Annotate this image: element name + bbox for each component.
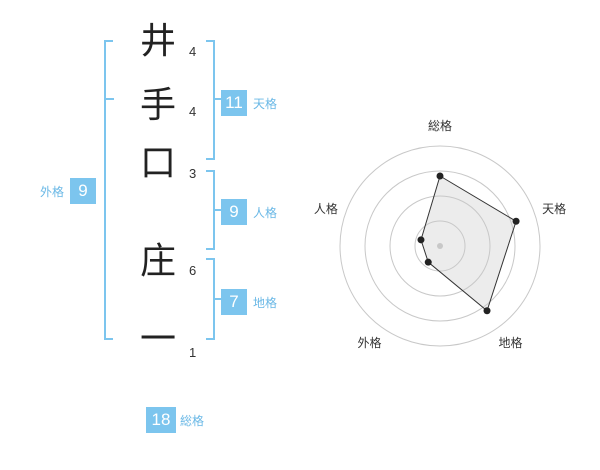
radar-axis-label-1: 総格 bbox=[428, 118, 452, 133]
gaikaku-group: 外格 9 bbox=[40, 178, 97, 204]
radar-ring bbox=[389, 195, 491, 297]
chikaku-group: 7 地格 bbox=[221, 289, 277, 315]
gaikaku-bracket bbox=[104, 40, 113, 340]
radar-center-dot bbox=[437, 243, 443, 249]
tenkaku-badge: 11 bbox=[221, 90, 247, 116]
stroke-count-5: 1 bbox=[189, 345, 197, 360]
soukaku-group: 18 総格 bbox=[146, 407, 204, 433]
radar-ring bbox=[339, 145, 541, 347]
jinkaku-bracket bbox=[206, 170, 215, 250]
kanji-char-2: 手 bbox=[139, 85, 176, 126]
kanji-char-4: 庄 bbox=[139, 241, 176, 282]
jinkaku-label: 人格 bbox=[253, 205, 278, 220]
chikaku-bracket-tick bbox=[215, 298, 221, 300]
kanji-char-1: 井 bbox=[139, 21, 176, 62]
stroke-count-4: 6 bbox=[189, 263, 197, 278]
kanji-char-5: 一 bbox=[139, 319, 176, 360]
tenkaku-bracket bbox=[206, 40, 215, 160]
gaikaku-badge: 9 bbox=[70, 178, 97, 204]
chikaku-label: 地格 bbox=[253, 295, 278, 310]
radar-point-3 bbox=[483, 307, 491, 315]
radar-axis-label-2: 天格 bbox=[542, 201, 566, 216]
stroke-count-3: 3 bbox=[189, 166, 197, 181]
jinkaku-badge: 9 bbox=[221, 199, 247, 225]
tenkaku-group: 11 天格 bbox=[221, 90, 277, 116]
soukaku-label: 総格 bbox=[180, 413, 205, 428]
chikaku-bracket bbox=[206, 258, 215, 340]
jinkaku-bracket-tick bbox=[215, 209, 221, 211]
radar-polygon bbox=[420, 175, 517, 312]
soukaku-badge: 18 bbox=[146, 407, 176, 433]
radar-ring bbox=[414, 220, 466, 272]
stroke-count-2: 4 bbox=[189, 104, 197, 119]
radar-axis-label-3: 地格 bbox=[499, 335, 523, 350]
tenkaku-bracket-tick bbox=[215, 98, 221, 100]
gaikaku-bracket-tick bbox=[104, 98, 114, 100]
radar-ring bbox=[364, 170, 516, 322]
radar-point-4 bbox=[424, 258, 432, 266]
radar-axis-label-5: 人格 bbox=[314, 201, 338, 216]
jinkaku-group: 9 人格 bbox=[221, 199, 277, 225]
kanji-char-3: 口 bbox=[139, 143, 176, 184]
radar-point-1 bbox=[436, 172, 444, 180]
radar-rings bbox=[339, 145, 541, 347]
tenkaku-label: 天格 bbox=[253, 96, 278, 111]
chikaku-badge: 7 bbox=[221, 289, 247, 315]
gaikaku-label: 外格 bbox=[40, 184, 65, 199]
radar-point-2 bbox=[512, 217, 520, 225]
radar-point-5 bbox=[417, 236, 425, 244]
radar-shape bbox=[417, 172, 520, 315]
stroke-count-1: 4 bbox=[189, 44, 197, 59]
radar-axis-label-4: 外格 bbox=[357, 335, 381, 350]
